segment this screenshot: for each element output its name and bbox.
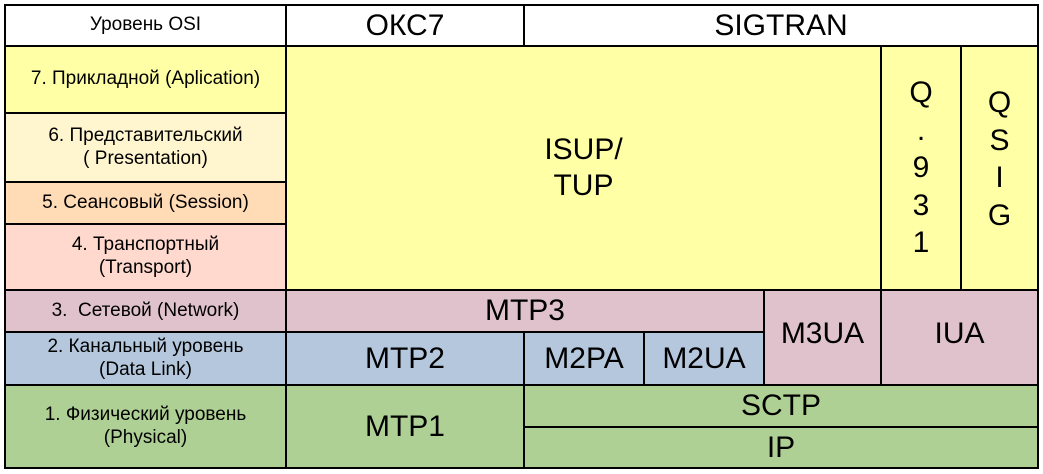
ip-cell: IP	[525, 428, 1037, 467]
header-oks7: ОКС7	[287, 6, 523, 45]
header-osi-label: Уровень OSI	[89, 14, 202, 36]
mtp2-cell: MTP2	[287, 333, 523, 384]
q931-char: 9	[912, 151, 930, 185]
layer-label: 3. Сетевой (Network)	[51, 299, 240, 321]
q931-cell: Q . 9 3 1	[882, 47, 960, 289]
header-oks7-label: ОКС7	[365, 8, 445, 42]
qsig-char: I	[995, 161, 1004, 194]
layer-label-en: (Physical)	[103, 426, 188, 448]
osi-layer-3: 3. Сетевой (Network)	[6, 291, 285, 331]
header-osi: Уровень OSI	[6, 6, 285, 45]
osi-layer-4: 4. Транспортный(Transport)	[6, 225, 285, 289]
m2pa-label: M2PA	[544, 341, 624, 375]
sctp-cell: SCTP	[525, 386, 1037, 426]
layer-label: 6. Представительский	[48, 124, 243, 146]
mtp3-cell: MTP3	[287, 291, 763, 331]
mtp2-label: MTP2	[364, 341, 445, 375]
mtp1-label: MTP1	[364, 409, 445, 443]
layer-label: 2. Канальный уровень	[47, 335, 244, 357]
q931-char: 1	[912, 226, 930, 260]
mtp3-label: MTP3	[484, 294, 565, 327]
iua-label: IUA	[934, 316, 985, 350]
tup-label: TUP	[553, 169, 614, 202]
qsig-char: Q	[987, 86, 1012, 119]
layer-label-en: (Transport)	[98, 257, 193, 278]
layer-label: 1. Физический уровень	[44, 403, 247, 425]
sctp-label: SCTP	[740, 389, 821, 422]
m2ua-cell: M2UA	[645, 333, 763, 384]
layer-label-en: (Data Link)	[99, 358, 192, 380]
q931-char: 3	[912, 188, 930, 222]
header-sigtran: SIGTRAN	[525, 6, 1037, 45]
m3ua-label: M3UA	[780, 316, 865, 350]
layer-label: 4. Транспортный	[71, 234, 220, 256]
layer-label: 7. Прикладной (Aplication)	[30, 68, 261, 90]
osi-layer-6: 6. Представительский( Presentation)	[6, 114, 285, 181]
layer-label-en: ( Presentation)	[83, 147, 208, 169]
m3ua-cell: M3UA	[765, 291, 880, 384]
qsig-char: G	[987, 198, 1012, 232]
q931-char: Q	[909, 76, 933, 110]
header-sigtran-label: SIGTRAN	[714, 8, 848, 42]
osi-layer-2: 2. Канальный уровень(Data Link)	[6, 333, 285, 384]
layer-label: 5. Сеансовый (Session)	[42, 191, 249, 213]
osi-layer-1: 1. Физический уровень(Physical)	[6, 386, 285, 467]
mtp1-cell: MTP1	[287, 386, 523, 467]
osi-layer-7: 7. Прикладной (Aplication)	[6, 47, 285, 112]
m2pa-cell: M2PA	[525, 333, 643, 384]
iua-cell: IUA	[882, 291, 1037, 384]
isup-tup-cell: ISUP/TUP	[287, 47, 880, 289]
osi-sigtran-table: Уровень OSI ОКС7 SIGTRAN 7. Прикладной (…	[4, 4, 1039, 469]
q931-char: .	[916, 113, 926, 147]
qsig-cell: Q S I G	[962, 47, 1037, 289]
osi-layer-5: 5. Сеансовый (Session)	[6, 183, 285, 223]
isup-label: ISUP/	[544, 133, 623, 166]
m2ua-label: M2UA	[662, 341, 746, 375]
ip-label: IP	[766, 430, 796, 464]
qsig-char: S	[989, 123, 1010, 157]
